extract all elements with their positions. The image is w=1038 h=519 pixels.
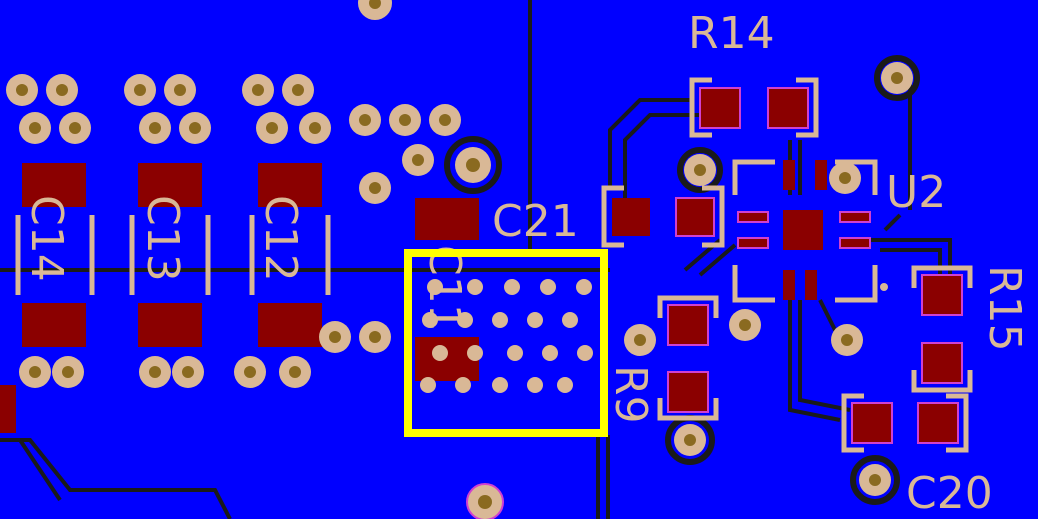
smd-pads — [0, 88, 962, 443]
label-u2: U2 — [886, 167, 946, 218]
thermal-relief — [850, 455, 900, 505]
vias — [6, 0, 913, 519]
thermal-relief — [874, 55, 920, 101]
label-c21: C21 — [492, 196, 579, 247]
pad-outlines — [667, 87, 963, 444]
label-c11: C11 — [419, 245, 470, 332]
thermal-relief — [677, 147, 723, 193]
pin1-marker — [880, 283, 888, 291]
label-c13: C13 — [137, 195, 188, 282]
silkscreen-outlines — [15, 77, 973, 453]
label-c20: C20 — [906, 468, 993, 519]
label-r14: R14 — [688, 8, 775, 59]
label-c14: C14 — [21, 195, 72, 282]
thermal-relief — [444, 136, 502, 194]
via-array — [420, 279, 593, 393]
label-r15: R15 — [979, 265, 1030, 352]
label-r9: R9 — [605, 365, 656, 424]
selection-highlight[interactable] — [404, 249, 608, 437]
label-c12: C12 — [255, 195, 306, 282]
